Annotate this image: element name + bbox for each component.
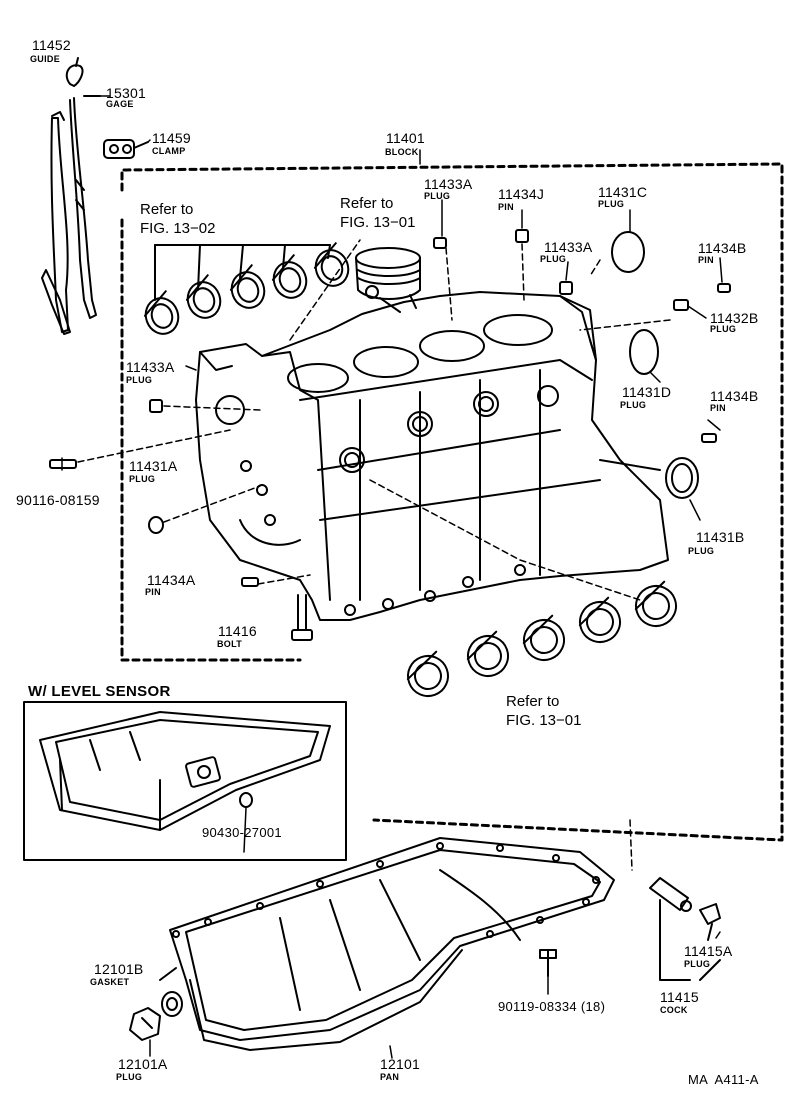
part-11415-number: 11415 <box>660 989 699 1005</box>
part-11434A-name: PIN <box>145 587 161 597</box>
part-11433A-left-number: 11433A <box>126 359 175 375</box>
part-11434B-mid-name: PIN <box>710 403 726 413</box>
part-11433A-mid-number: 11433A <box>544 239 593 255</box>
part-11415A-name: PLUG <box>684 959 711 969</box>
part-11416-name: BOLT <box>217 639 243 649</box>
part-11459-number: 11459 <box>152 130 191 146</box>
drain-plug-drawing <box>129 967 183 1041</box>
part-11434A-number: 11434A <box>147 572 196 588</box>
part-11433A-mid-name: PLUG <box>540 254 567 264</box>
part-11432B-number: 11432B <box>710 310 759 326</box>
part-90430-27001-number: 90430-27001 <box>202 825 282 840</box>
part-11431B-number: 11431B <box>696 529 745 545</box>
inset-title: W/ LEVEL SENSOR <box>28 683 171 700</box>
part-11433A-top-number: 11433A <box>424 176 473 192</box>
dashed-leaders <box>77 239 671 871</box>
lower-bearing-set <box>406 580 677 697</box>
dipstick-guide-drawing <box>41 57 149 335</box>
part-11416-number: 11416 <box>218 623 257 639</box>
part-12101-number: 12101 <box>380 1056 420 1072</box>
inset-oil-pan-drawing <box>39 711 331 831</box>
part-11431D-number: 11431D <box>622 384 672 400</box>
part-11434B-top-name: PIN <box>698 255 714 265</box>
part-11431C-number: 11431C <box>598 184 648 200</box>
part-11415-name: COCK <box>660 1005 688 1015</box>
part-11433A-top-name: PLUG <box>424 191 451 201</box>
reference-fig-13-01-top: Refer to FIG. 13−01 <box>340 195 416 231</box>
part-11452-name: GUIDE <box>30 54 61 64</box>
part-12101B-number: 12101B <box>94 961 144 977</box>
part-11431B-name: PLUG <box>688 546 715 556</box>
drain-cock-drawing <box>649 877 721 981</box>
part-15301-name: GAGE <box>106 99 134 109</box>
part-11432B-name: PLUG <box>710 324 737 334</box>
part-12101A-name: PLUG <box>116 1072 143 1082</box>
part-11452-number: 11452 <box>32 37 71 53</box>
reference-fig-13-01-bottom: Refer to FIG. 13−01 <box>506 693 582 729</box>
cylinder-block-drawing <box>195 291 669 621</box>
part-15301-number: 15301 <box>106 85 146 101</box>
leader-lines <box>61 95 723 1059</box>
part-11401-name: BLOCK <box>385 147 419 157</box>
part-11459-name: CLAMP <box>152 146 186 156</box>
part-11431D-name: PLUG <box>620 400 647 410</box>
part-11433A-left-name: PLUG <box>126 375 153 385</box>
part-11434J-name: PIN <box>498 202 514 212</box>
block-group-bracket <box>120 162 784 842</box>
part-11431A-number: 11431A <box>129 458 178 474</box>
part-11434B-mid-number: 11434B <box>710 388 759 404</box>
part-90116-08159-number: 90116-08159 <box>16 492 100 508</box>
reference-fig-13-02: Refer to FIG. 13−02 <box>140 201 216 237</box>
oil-pan-drawing <box>169 837 615 1051</box>
part-11434B-top-number: 11434B <box>698 240 747 256</box>
level-sensor-inset-box <box>23 701 347 861</box>
piston-drawing <box>355 247 421 313</box>
part-12101B-name: GASKET <box>90 977 130 987</box>
part-90119-08334-number: 90119-08334 (18) <box>498 999 606 1014</box>
small-parts-top <box>49 229 731 808</box>
part-11434J-number: 11434J <box>498 186 545 202</box>
part-11431C-name: PLUG <box>598 199 625 209</box>
diagram-id: MA A411-A <box>688 1072 759 1087</box>
upper-bearing-set <box>143 242 350 335</box>
part-12101-name: PAN <box>380 1072 400 1082</box>
part-11401-number: 11401 <box>386 130 425 146</box>
part-12101A-number: 12101A <box>118 1056 168 1072</box>
part-11431A-name: PLUG <box>129 474 156 484</box>
part-11415A-number: 11415A <box>684 943 733 959</box>
